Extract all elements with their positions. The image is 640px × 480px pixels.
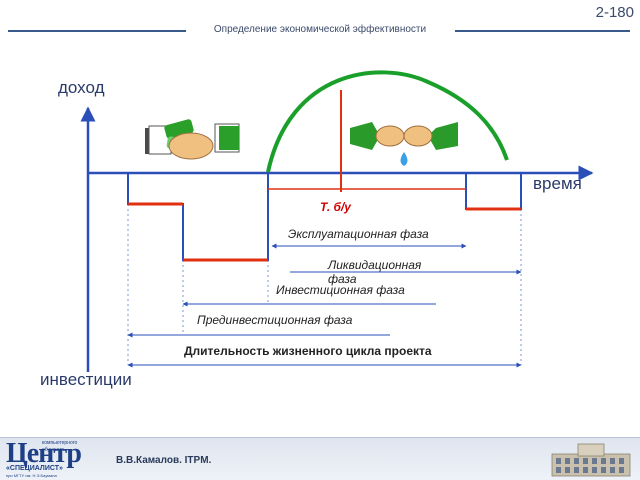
income-arc xyxy=(266,70,509,173)
footer-bar: Центр компьютерного обучения «СПЕЦИАЛИСТ… xyxy=(0,437,640,480)
lifecycle-duration-label: Длительность жизненного цикла проекта xyxy=(184,344,432,358)
logo-small-text-1: компьютерного xyxy=(42,440,78,446)
investment-phase-label: Инвестиционная фаза xyxy=(276,283,405,297)
y-axis-top-label: доход xyxy=(58,78,105,97)
header-rule-left xyxy=(8,30,186,32)
logo-subtitle: при МГТУ им. Н.Э.Баумана xyxy=(6,473,57,478)
slide-number: 2-180 xyxy=(595,4,634,21)
liquidation-outline xyxy=(465,173,522,210)
lifecycle-diagram xyxy=(80,70,594,372)
logo-small-text-2: обучения xyxy=(42,447,64,453)
cashflow-outline xyxy=(127,173,269,261)
center-logo: Центр компьютерного обучения «СПЕЦИАЛИСТ… xyxy=(4,438,88,478)
pre-investment-phase-label: Прединвестиционная фаза xyxy=(197,313,353,327)
liquidation-phase-label: Ликвидационная фаза xyxy=(328,258,422,286)
slide-title: Определение экономической эффективности xyxy=(213,24,427,35)
logo-name: «СПЕЦИАЛИСТ» xyxy=(6,465,63,472)
x-axis-label: время xyxy=(533,174,582,193)
logo-big-text: Центр xyxy=(6,438,82,469)
breakeven-label: Т. б/у xyxy=(320,200,351,214)
header-rule-right xyxy=(455,30,630,32)
author-label: В.В.Камалов. ITPM. xyxy=(116,455,212,466)
exploitation-phase-label: Эксплуатационная фаза xyxy=(288,227,429,241)
university-building-icon xyxy=(551,443,631,477)
handshake-money-icon xyxy=(145,119,240,160)
y-axis-bottom-label: инвестиции xyxy=(40,370,132,389)
wringing-money-icon xyxy=(350,122,458,166)
